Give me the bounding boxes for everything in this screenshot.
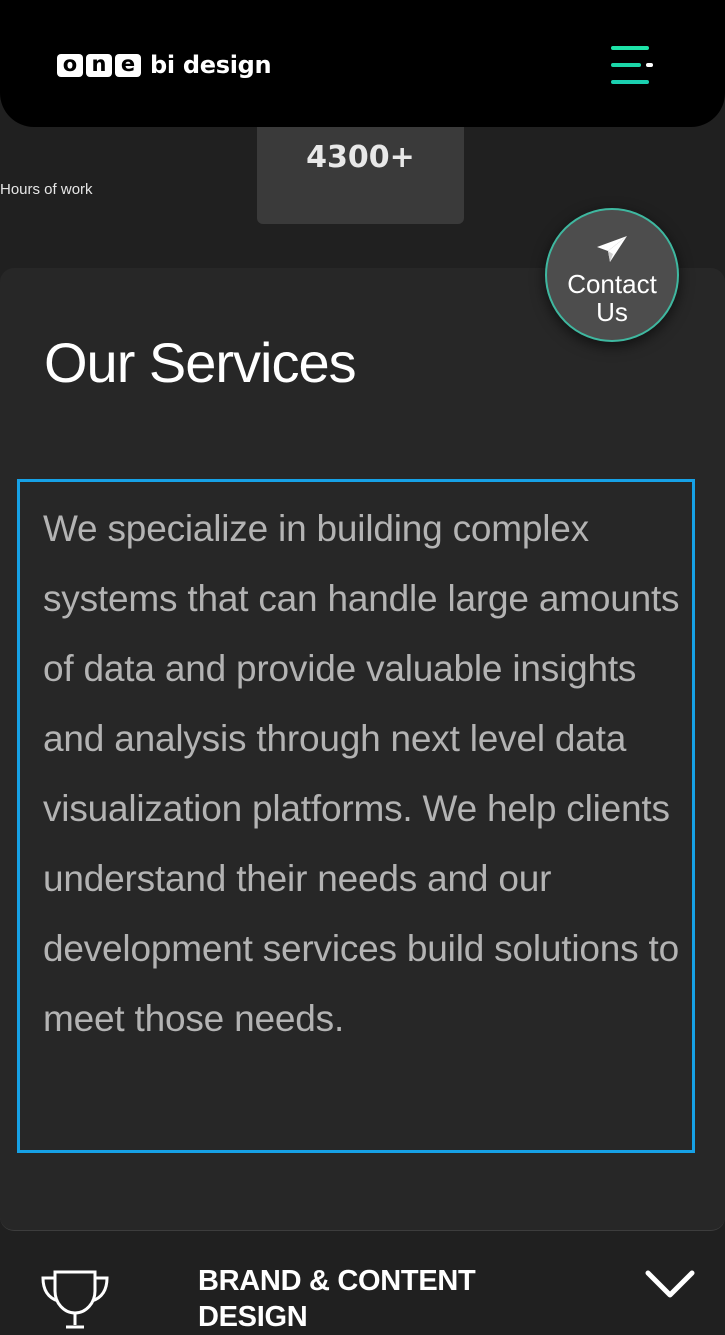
accordion-item-brand-content-design[interactable]: BRAND & CONTENT DESIGN bbox=[0, 1231, 725, 1333]
trophy-icon bbox=[41, 1270, 109, 1329]
contact-us-label: Contact Us bbox=[567, 269, 657, 327]
services-title: Our Services bbox=[44, 331, 357, 394]
logo-letter: e bbox=[115, 53, 141, 77]
site-header: o n e bi design bbox=[0, 0, 725, 127]
accordion-label: BRAND & CONTENT DESIGN bbox=[198, 1265, 476, 1333]
logo-letter: o bbox=[57, 53, 83, 77]
logo-text: bi design bbox=[150, 51, 272, 79]
services-section bbox=[0, 268, 725, 1231]
brand-logo[interactable]: o n e bi design bbox=[57, 50, 272, 80]
hamburger-menu-icon[interactable] bbox=[608, 43, 656, 87]
chevron-down-icon[interactable] bbox=[644, 1269, 696, 1299]
logo-mark: o n e bbox=[57, 53, 141, 77]
logo-letter: n bbox=[86, 53, 112, 77]
stat-label: Hours of work bbox=[0, 181, 93, 198]
contact-us-button[interactable]: Contact Us bbox=[545, 208, 679, 342]
stat-value: 4300+ bbox=[306, 140, 415, 175]
description-highlight-box bbox=[17, 479, 695, 1153]
paper-plane-icon bbox=[597, 236, 627, 262]
stat-card-hours: 4300+ bbox=[257, 122, 464, 224]
services-description: We specialize in building complex system… bbox=[43, 508, 680, 1039]
